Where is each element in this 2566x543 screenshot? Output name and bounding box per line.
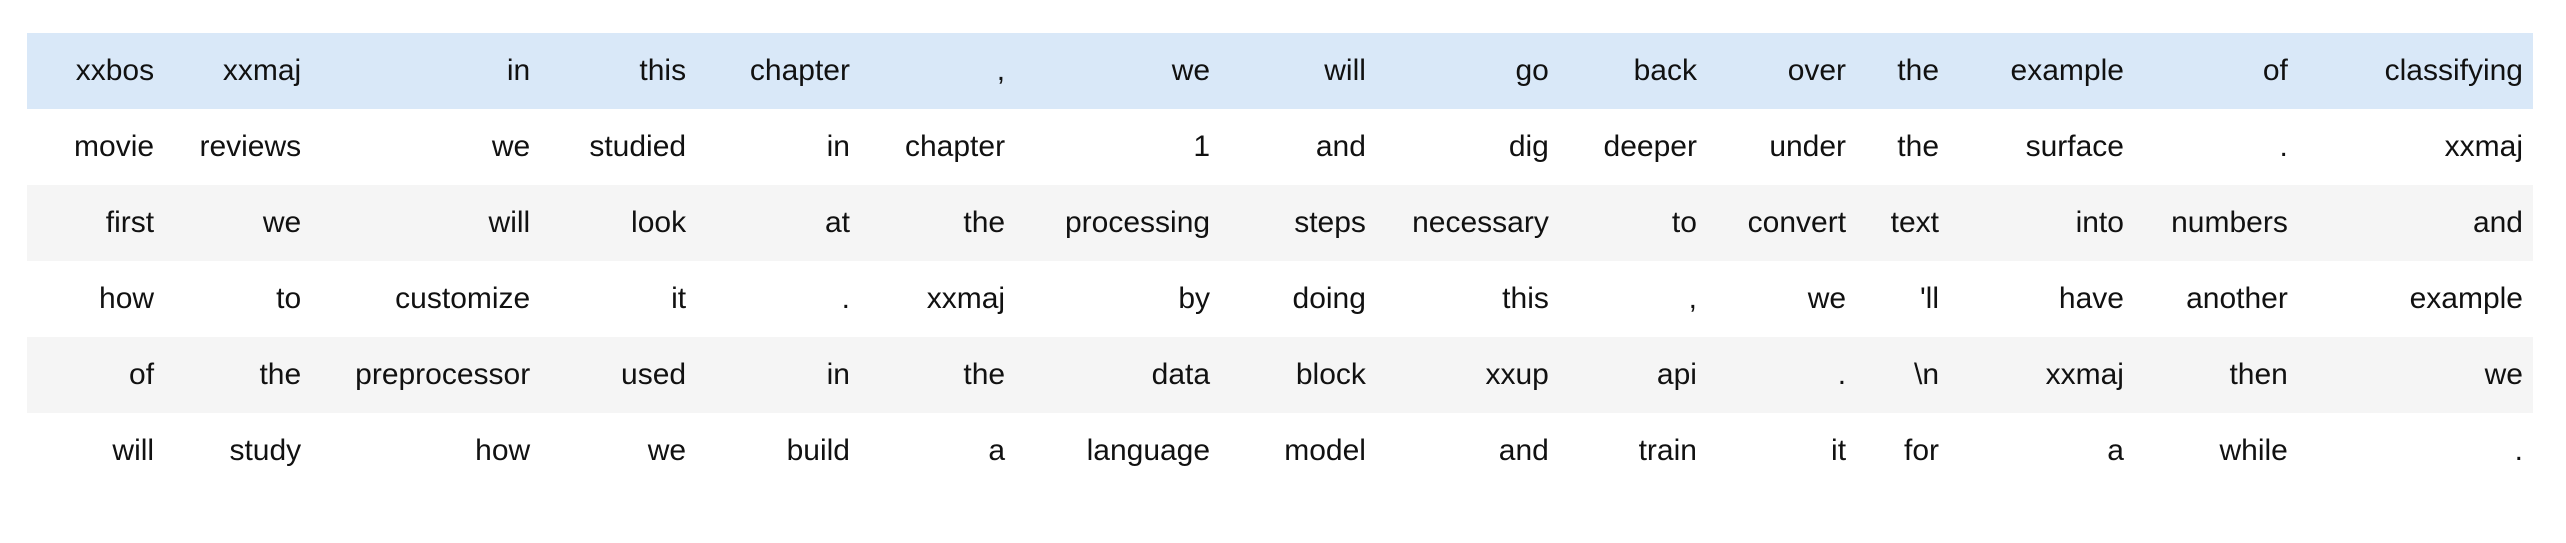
token-cell: it [671,282,687,315]
token-cell: xxmaj [926,282,1006,315]
token-cell: it [1831,434,1847,467]
token-cell: over [1787,54,1847,87]
token-cell: under [1769,130,1847,163]
token-cell: in [826,130,850,163]
token-cell: have [2058,282,2124,315]
token-cell: deeper [1603,130,1697,163]
token-cell: xxup [1485,358,1549,391]
token-cell: doing [1292,282,1366,315]
token-cell: while [2219,434,2288,467]
token-cell: 1 [1193,130,1211,163]
token-cell: back [1633,54,1697,87]
token-cell: xxmaj [2045,358,2124,391]
token-cell: this [639,54,687,87]
token-cell: we [647,434,687,467]
token-cell: model [1284,434,1366,467]
token-cell: the [1897,130,1940,163]
dataframe-row[interactable]: first we will look at the processing steps neces… [27,185,2533,261]
token-cell: numbers [2171,206,2288,239]
token-cell: at [824,206,850,239]
token-cell: , [996,54,1006,87]
token-cell: a [988,434,1006,467]
token-cell: . [1837,358,1847,391]
token-cell: necessary [1412,206,1549,239]
token-cell: by [1178,282,1211,315]
token-cell: , [1688,282,1697,315]
token-cell: look [631,206,687,239]
dataframe-row[interactable]: of the preprocessor used in the data block xxup a… [27,337,2533,413]
token-cell: first [105,206,155,239]
token-cell: . [841,282,850,315]
token-cell: will [488,206,531,239]
token-cell: reviews [199,130,302,163]
token-cell: surface [2025,130,2124,163]
token-cell: chapter [905,130,1006,163]
token-cell: to [1671,206,1697,239]
dataframe-row[interactable]: how to customize it. xxmaj by doing this, we 'll h… [27,261,2533,337]
token-cell: xxmaj [222,54,302,87]
token-cell: 'll [1919,282,1940,315]
token-cell: xxbos [75,54,155,87]
token-cell: the [963,206,1006,239]
token-cell: to [276,282,302,315]
token-cell: go [1515,54,1549,87]
token-cell: steps [1294,206,1366,239]
token-cell: we [1807,282,1847,315]
token-cell: we [491,130,531,163]
token-cell: dig [1508,130,1549,163]
token-cell: . [2514,434,2523,467]
token-cell: we [262,206,302,239]
token-cell: of [129,358,155,391]
token-cell: example [2010,54,2124,87]
token-cell: into [2075,206,2124,239]
token-cell: will [112,434,155,467]
token-cell: train [1638,434,1697,467]
token-cell: \n [1913,358,1940,391]
dataframe-row-highlighted[interactable]: xxbos xxmaj in this chapter, we will go back over… [27,33,2533,109]
token-cell: in [826,358,850,391]
token-cell: movie [74,130,155,163]
token-cell: used [621,358,687,391]
token-cell: processing [1064,206,1211,239]
token-cell: will [1324,54,1366,87]
token-cell: text [1890,206,1940,239]
token-cell: data [1151,358,1211,391]
token-cell: and [1315,130,1366,163]
token-cell: . [2279,130,2288,163]
token-cell: example [2409,282,2523,315]
token-cell: for [1904,434,1940,467]
token-cell: we [2484,358,2523,391]
token-cell: the [259,358,302,391]
token-cell: chapter [749,54,850,87]
dataframe-row[interactable]: movie reviews we studied in chapter 1 and dig dee… [27,109,2533,185]
token-cell: we [1171,54,1211,87]
token-cell: studied [589,130,687,163]
token-cell: and [1498,434,1549,467]
token-cell: block [1295,358,1366,391]
token-cell: convert [1747,206,1847,239]
tokenized-text-dataframe: xxbos xxmaj in this chapter, we will go back over… [27,33,2533,489]
token-table-body: xxbos xxmaj in this chapter, we will go back over… [27,33,2533,489]
token-cell: api [1656,358,1697,391]
token-cell: a [2107,434,2124,467]
token-cell: then [2229,358,2288,391]
token-cell: of [2262,54,2288,87]
token-cell: xxmaj [2444,130,2523,163]
token-cell: how [99,282,155,315]
token-cell: customize [395,282,531,315]
token-cell: the [963,358,1006,391]
token-cell: preprocessor [355,358,531,391]
token-cell: language [1086,434,1211,467]
token-cell: classifying [2384,54,2523,87]
token-cell: how [475,434,531,467]
token-cell: this [1502,282,1549,315]
token-cell: build [786,434,850,467]
token-cell: the [1897,54,1940,87]
token-cell: and [2472,206,2523,239]
token-cell: in [506,54,531,87]
dataframe-row[interactable]: will study how we build a language model and trai… [27,413,2533,489]
token-cell: study [229,434,302,467]
token-cell: another [2186,282,2288,315]
